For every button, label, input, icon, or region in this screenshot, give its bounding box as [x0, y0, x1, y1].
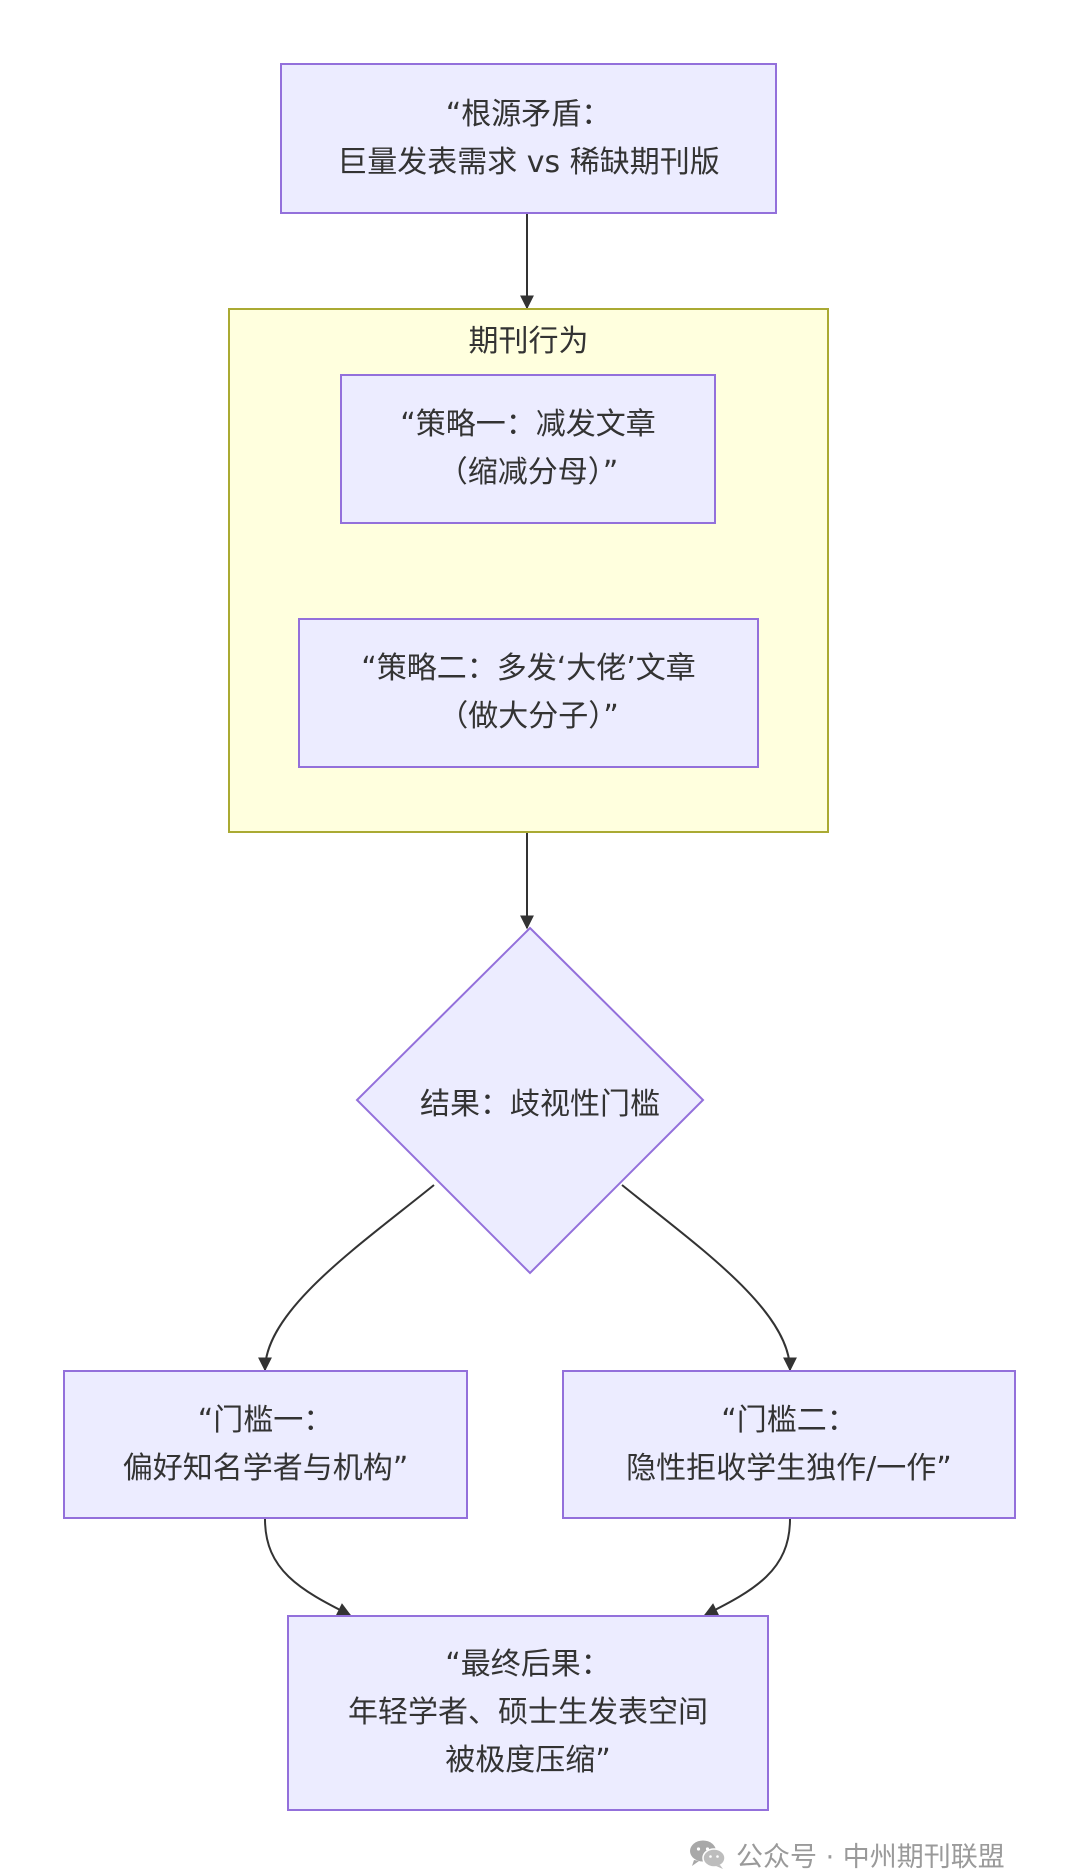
edge-decision-to-threshold2 [621, 1184, 797, 1372]
edge-threshold1-to-final [264, 1518, 352, 1616]
strategy-one-node: “策略一：减发文章 （缩减分母）” [340, 374, 716, 524]
threshold-one-line1: “门槛一： [197, 1402, 334, 1438]
strategy-one-line2: （缩减分母）” [437, 455, 619, 490]
strategy-two-line1: “策略二：多发‘大佬’文章 [361, 651, 696, 686]
final-consequence-node: “最终后果： 年轻学者、硕士生发表空间 被极度压缩” [287, 1615, 769, 1811]
strategy-two-line2: （做大分子）” [438, 699, 619, 734]
threshold-two-node: “门槛二： 隐性拒收学生独作/一作” [562, 1370, 1016, 1519]
watermark-text: 公众号 · 中州期刊联盟 [736, 1841, 1005, 1873]
watermark: 公众号 · 中州期刊联盟 [688, 1836, 1005, 1873]
root-node-line2: 巨量发表需求 vs 稀缺期刊版 [337, 144, 720, 180]
strategy-two-node: “策略二：多发‘大佬’文章 （做大分子）” [298, 618, 759, 768]
threshold-one-line2: 偏好知名学者与机构” [122, 1450, 409, 1486]
final-line2: 年轻学者、硕士生发表空间 [348, 1695, 708, 1730]
edge-decision-to-threshold1 [258, 1184, 435, 1372]
threshold-one-node: “门槛一： 偏好知名学者与机构” [63, 1370, 468, 1519]
strategy-one-line1: “策略一：减发文章 [400, 407, 656, 442]
threshold-two-line2: 隐性拒收学生独作/一作” [626, 1450, 952, 1486]
final-line1: “最终后果： [445, 1647, 611, 1682]
root-node-line1: “根源矛盾： [445, 96, 612, 132]
decision-label: 结果：歧视性门槛 [420, 1087, 660, 1122]
threshold-two-line1: “门槛二： [721, 1402, 857, 1438]
group-label: 期刊行为 [468, 324, 589, 359]
final-line3: 被极度压缩” [445, 1743, 611, 1778]
edge-threshold2-to-final [703, 1518, 791, 1616]
wechat-icon [690, 1840, 726, 1869]
root-node: “根源矛盾： 巨量发表需求 vs 稀缺期刊版 [280, 63, 777, 214]
decision-diamond [355, 926, 705, 1275]
